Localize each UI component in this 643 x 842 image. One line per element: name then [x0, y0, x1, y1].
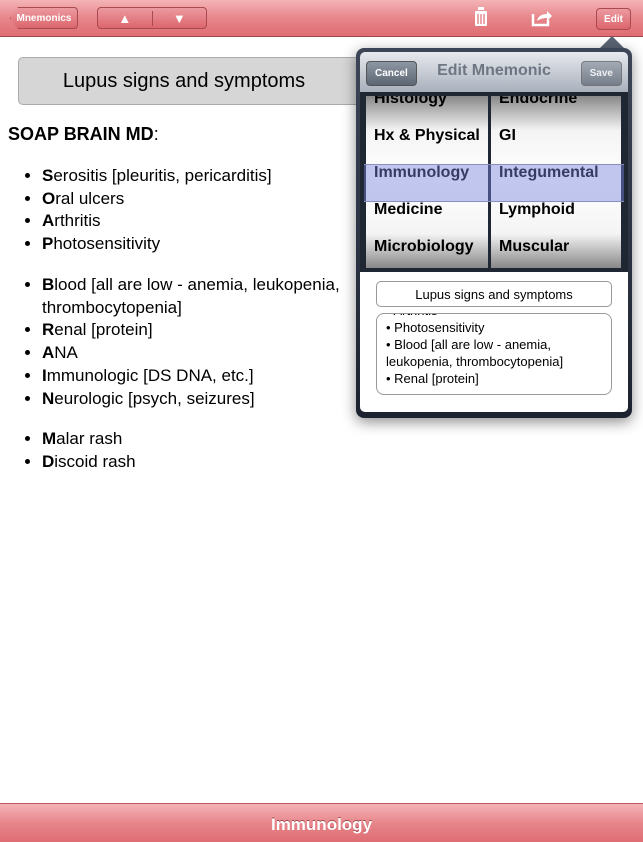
- mnemonic-item: Arthritis: [42, 210, 342, 233]
- bottom-bar: Immunology: [0, 803, 643, 842]
- top-toolbar: Mnemonics ▲ ▼ Edit: [0, 0, 643, 37]
- mnemonic-item: Neurologic [psych, seizures]: [42, 388, 342, 411]
- mnemonic-list-group-1: Serositis [pleuritis, pericarditis]Oral …: [0, 165, 342, 256]
- mnemonic-item: ANA: [42, 342, 342, 365]
- mnemonic-name-input[interactable]: Lupus signs and symptoms: [376, 281, 612, 307]
- prev-next-segmented-control: ▲ ▼: [97, 7, 207, 29]
- picker-option[interactable]: Microbiology: [374, 238, 474, 255]
- mnemonic-list-group-2: Blood [all are low - anemia, leukopenia,…: [0, 274, 342, 410]
- text-line: • Photosensitivity: [386, 320, 485, 335]
- cancel-button[interactable]: Cancel: [366, 61, 417, 86]
- text-line: • Renal [protein]: [386, 371, 479, 386]
- picker-option[interactable]: Immunology: [374, 164, 470, 181]
- picker-option[interactable]: Histology: [374, 96, 447, 107]
- mnemonic-item: Discoid rash: [42, 451, 342, 474]
- mnemonic-list-group-3: Malar rashDiscoid rash: [0, 428, 342, 473]
- picker-option[interactable]: GI: [499, 127, 516, 144]
- mnemonic-text-area[interactable]: • Arthritis• Photosensitivity • Blood [al…: [376, 313, 612, 395]
- text-line: • Arthritis: [386, 314, 602, 319]
- current-category-label: Immunology: [270, 815, 373, 834]
- edit-button[interactable]: Edit: [596, 8, 631, 30]
- picker-option[interactable]: Integumental: [499, 164, 599, 181]
- previous-arrow-button[interactable]: ▲: [118, 10, 132, 26]
- mnemonic-item: Blood [all are low - anemia, leukopenia,…: [42, 274, 342, 319]
- mnemonic-item: Immunologic [DS DNA, etc.]: [42, 365, 342, 388]
- popover-arrow: [598, 36, 626, 50]
- text-line: • Blood [all are low - anemia, leukopeni…: [386, 337, 564, 369]
- mnemonic-item: Renal [protein]: [42, 319, 342, 342]
- mnemonic-item: Photosensitivity: [42, 233, 342, 256]
- edit-mnemonic-popover: Cancel Edit Mnemonic Save Histology Hx & …: [356, 48, 632, 418]
- popover-title: Edit Mnemonic: [437, 62, 551, 79]
- share-icon[interactable]: [531, 9, 553, 32]
- mnemonic-item: Malar rash: [42, 428, 342, 451]
- popover-body: Lupus signs and symptoms • Arthritis• Ph…: [360, 272, 628, 412]
- mnemonic-title: Lupus signs and symptoms: [62, 69, 306, 92]
- popover-header: Cancel Edit Mnemonic Save: [360, 52, 628, 92]
- mnemonic-heading: SOAP BRAIN MD:: [8, 124, 159, 144]
- picker-option[interactable]: Muscular: [499, 238, 570, 255]
- mnemonics-back-button[interactable]: Mnemonics: [10, 7, 78, 29]
- picker-option[interactable]: Lymphoid: [499, 201, 575, 218]
- trash-icon[interactable]: [474, 7, 488, 32]
- next-arrow-button[interactable]: ▼: [151, 10, 207, 26]
- picker-option[interactable]: Hx & Physical: [374, 127, 480, 144]
- mnemonic-item: Serositis [pleuritis, pericarditis]: [42, 165, 342, 188]
- mnemonic-item: Oral ulcers: [42, 188, 342, 211]
- save-button[interactable]: Save: [580, 61, 622, 86]
- picker-selection-indicator: [364, 164, 624, 202]
- picker-option[interactable]: Medicine: [374, 201, 443, 218]
- picker-option[interactable]: Endocrine: [499, 96, 578, 107]
